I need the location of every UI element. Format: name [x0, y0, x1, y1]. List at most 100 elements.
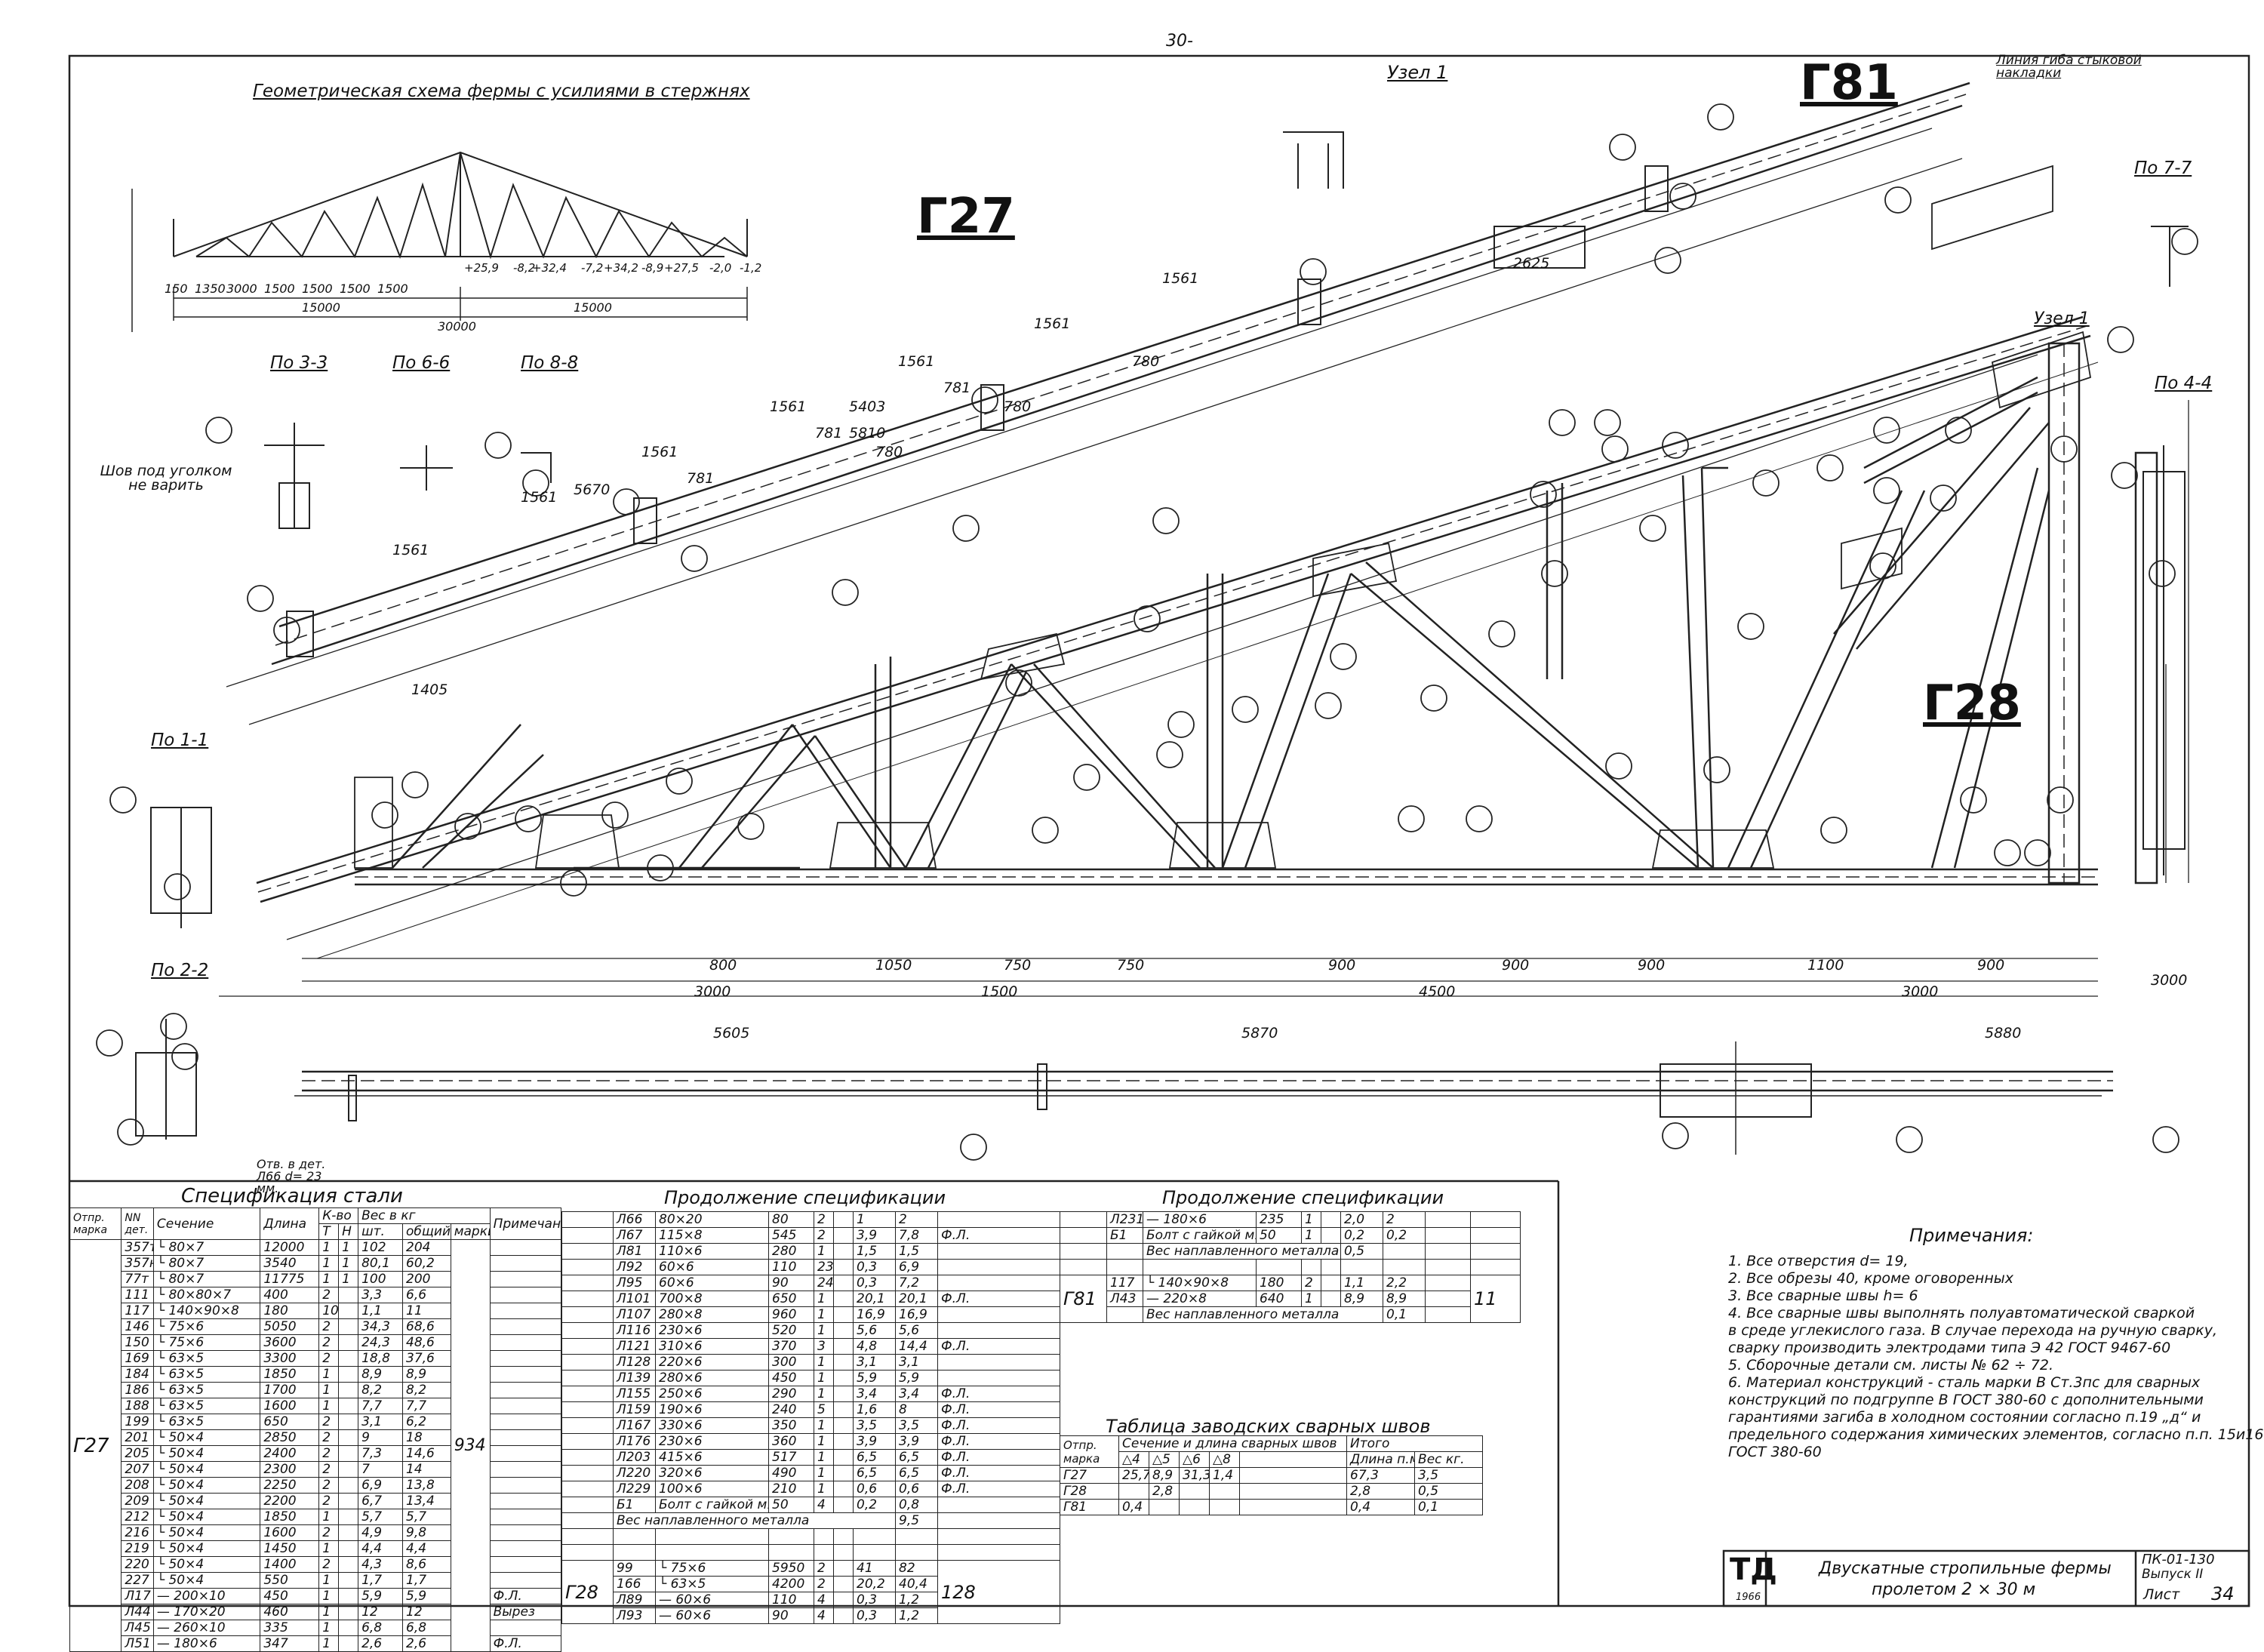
- table-cell: 99: [613, 1560, 656, 1577]
- dimension-number: 1561: [1034, 315, 1071, 332]
- part-callout: [171, 1043, 198, 1070]
- dimension-number: 1561: [521, 489, 558, 506]
- dimension-number: 2625: [1513, 255, 1550, 272]
- table-cell: 3,9: [853, 1227, 896, 1244]
- dimension-number: 5880: [1985, 1025, 2022, 1041]
- table-cell: 2,0: [1340, 1211, 1383, 1228]
- table-cell: [833, 1338, 854, 1355]
- mark-g27: Г27: [917, 189, 1015, 245]
- dimension-number: 5810: [849, 425, 886, 441]
- table-cell: Л81: [613, 1243, 656, 1260]
- table-cell: 5950: [768, 1560, 814, 1577]
- note-line: в среде углекислого газа. В случае перех…: [1728, 1322, 2217, 1339]
- frame: [68, 54, 2250, 1607]
- table-cell: Л51: [121, 1635, 154, 1652]
- part-callout: [1816, 454, 1844, 481]
- section-6-6: По 6-6: [392, 353, 451, 373]
- force-label: +34,2: [604, 261, 638, 275]
- table-cell: — 180×6: [1143, 1211, 1257, 1228]
- table-cell: Л67: [613, 1227, 656, 1244]
- table-cell: 188: [121, 1398, 154, 1414]
- part-callout: [515, 805, 542, 832]
- stamp-title-2: пролетом 2 × 30 м: [1872, 1580, 2036, 1599]
- top-chord-clips: [286, 165, 1669, 657]
- table-cell: 5,9: [358, 1588, 404, 1604]
- table-cell: 5: [814, 1401, 834, 1418]
- table-cell: — 200×10: [152, 1588, 261, 1604]
- table-cell: Ф.Л.: [937, 1401, 1060, 1418]
- table-cell: Болт с гайкой м16: [655, 1497, 769, 1513]
- mark-g28: Г28: [1923, 675, 2021, 731]
- table-cell: 2300: [260, 1461, 320, 1478]
- table-cell: └ 50×4: [152, 1540, 261, 1557]
- table-cell: [561, 1291, 614, 1307]
- table-cell: [489, 1382, 562, 1398]
- table-cell: 1,6: [853, 1401, 896, 1418]
- part-callout: [1896, 1126, 1923, 1153]
- table-cell: Ф.Л.: [937, 1227, 1060, 1244]
- table-cell: 3300: [260, 1350, 320, 1367]
- table-cell: 3,1: [895, 1354, 938, 1371]
- table-cell: Г81: [1060, 1275, 1107, 1323]
- table-cell: 6,8: [358, 1620, 404, 1636]
- table-cell: 2850: [260, 1429, 320, 1446]
- table-cell: — 60×6: [655, 1592, 769, 1608]
- table-cell: 2: [318, 1429, 340, 1446]
- table-cell: — 220×8: [1143, 1291, 1257, 1307]
- table-cell: 2400: [260, 1445, 320, 1462]
- table-cell: [1060, 1243, 1107, 1260]
- table-cell: 415×6: [655, 1449, 769, 1466]
- table-cell: Л89: [613, 1592, 656, 1608]
- welds-h-mark: Отпр. марка: [1060, 1435, 1119, 1468]
- table-cell: 1: [338, 1271, 359, 1287]
- dimension-number: 781: [687, 470, 715, 487]
- table-cell: [833, 1576, 854, 1592]
- table-cell: [561, 1259, 614, 1275]
- part-callout: [2111, 462, 2138, 489]
- dimension-number: 750: [1004, 957, 1032, 974]
- table-cell: 2: [814, 1576, 834, 1592]
- table-cell: [489, 1318, 562, 1335]
- table-cell: └ 80×80×7: [152, 1287, 261, 1303]
- table-cell: Ф.Л.: [489, 1588, 562, 1604]
- table-cell: 5,6: [853, 1322, 896, 1339]
- table-cell: 37,6: [402, 1350, 451, 1367]
- table-cell: 360: [768, 1433, 814, 1450]
- table-cell: [338, 1588, 359, 1604]
- table-cell: 207: [121, 1461, 154, 1478]
- table-cell: 14,6: [402, 1445, 451, 1462]
- table-cell: [338, 1429, 359, 1446]
- table-cell: 1: [814, 1481, 834, 1497]
- table-cell: 1: [1301, 1211, 1321, 1228]
- table-cell: [338, 1477, 359, 1494]
- table-cell: 1: [338, 1239, 359, 1256]
- table-cell: [937, 1275, 1060, 1291]
- table-cell: └ 80×7: [152, 1255, 261, 1272]
- table-cell: 2: [1383, 1211, 1426, 1228]
- table-cell: 2250: [260, 1477, 320, 1494]
- part-callout: [484, 432, 512, 459]
- table-cell: 4: [814, 1497, 834, 1513]
- table-cell: 34,3: [358, 1318, 404, 1335]
- table-cell: 2,6: [358, 1635, 404, 1652]
- table-cell: 4,9: [358, 1524, 404, 1541]
- table-cell: 517: [768, 1449, 814, 1466]
- part-callout: [1737, 613, 1764, 640]
- node-title: Узел 1: [1387, 62, 1448, 83]
- table-cell: [833, 1481, 854, 1497]
- dimension-number: 900: [1638, 957, 1666, 974]
- table-cell: 4,8: [853, 1338, 896, 1355]
- table-cell: 330×6: [655, 1417, 769, 1434]
- part-callout: [1639, 515, 1666, 542]
- table-cell: [833, 1386, 854, 1402]
- table-cell: 205: [121, 1445, 154, 1462]
